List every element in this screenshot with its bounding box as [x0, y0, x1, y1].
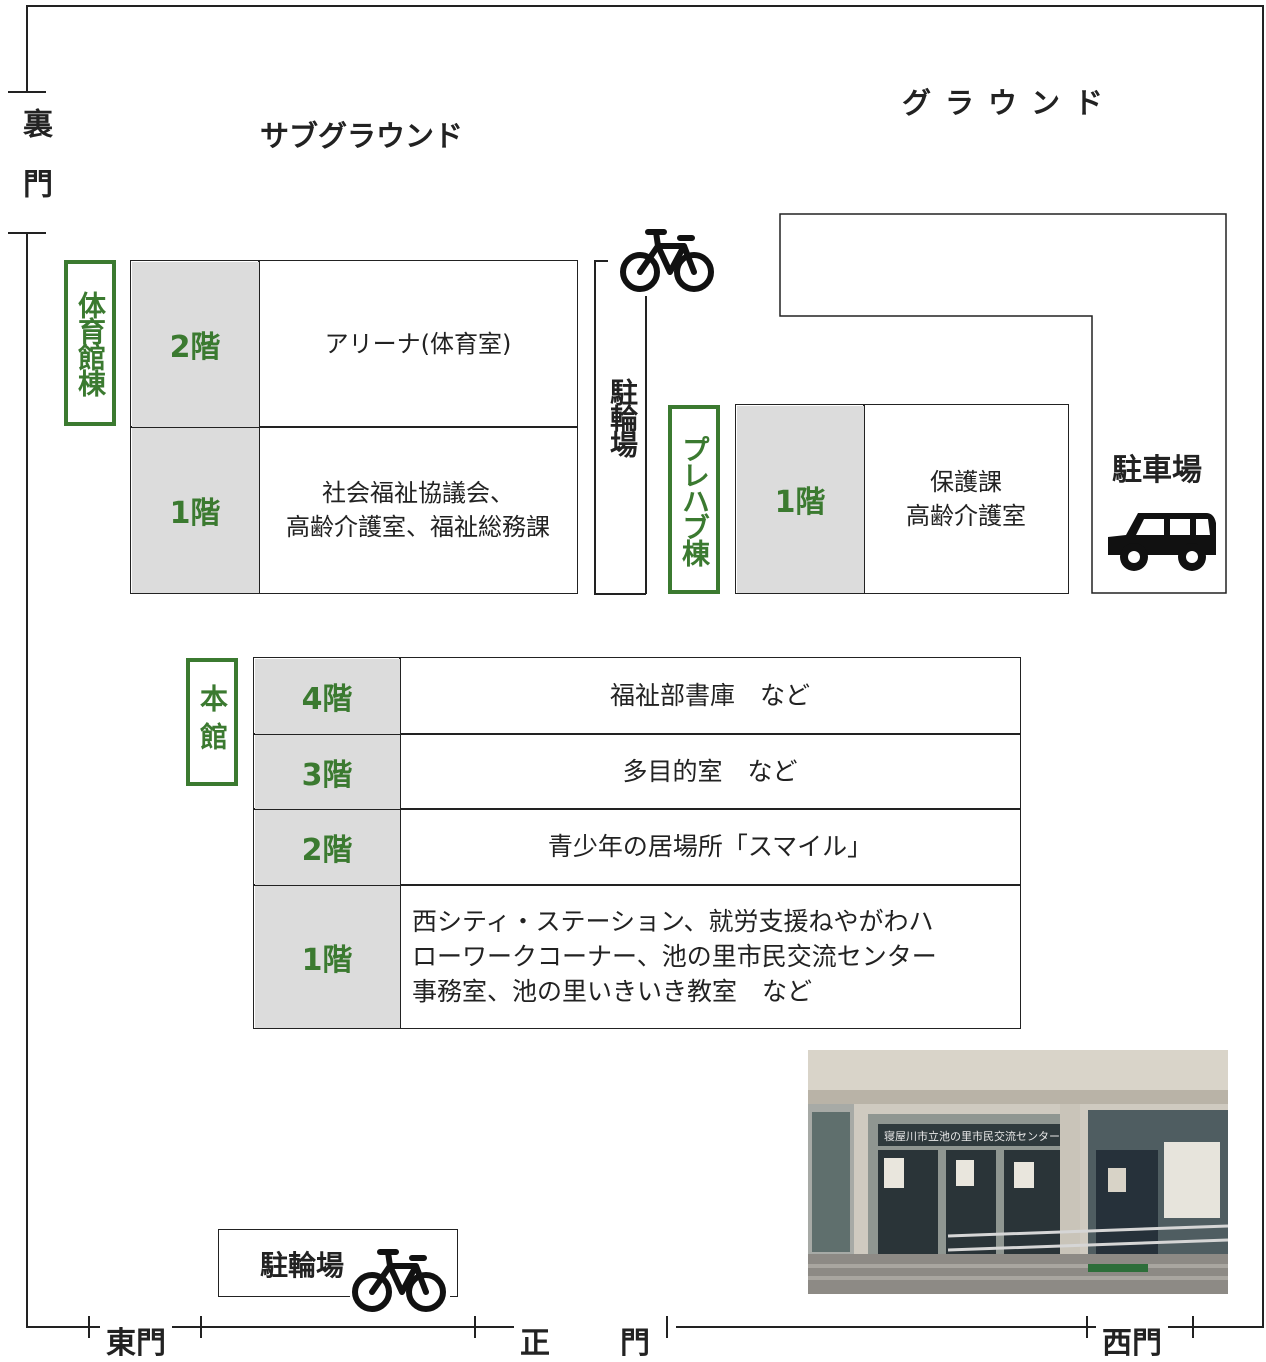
- building-entrance-photo: 寝屋川市立池の里市民交流センター: [808, 1050, 1228, 1294]
- main-divider-v: [399, 658, 401, 1028]
- bike-parking-bottom: [594, 593, 646, 595]
- car-parking-label: 駐車場: [1112, 453, 1202, 488]
- east-gate-label: 東門: [100, 1318, 172, 1362]
- site-border-right: [1262, 5, 1264, 1327]
- back-gate-tick-bottom: [8, 232, 46, 234]
- main-divider-h3: [254, 884, 1020, 886]
- site-border-left-upper: [26, 5, 28, 93]
- car-parking-outline: [779, 213, 1227, 594]
- back-gate-label: 裏門: [17, 108, 52, 228]
- main-divider-h2: [254, 808, 1020, 810]
- gym-floor-2: 2階: [131, 261, 259, 427]
- main-floor-4: 4階: [254, 658, 400, 734]
- bike-parking-left: [594, 260, 596, 594]
- main-gate-tick-right: [666, 1316, 668, 1338]
- main-floor-2-desc: 青少年の居場所「スマイル」: [547, 832, 873, 861]
- main-divider-h1: [254, 733, 1020, 735]
- main-floor-3: 3階: [254, 734, 400, 809]
- main-floor-1-desc: 西シティ・ステーション、就労支援ねやがわハ ローワークコーナー、池の里市民交流セ…: [412, 907, 937, 1006]
- bike-parking-top-label: 駐輪場: [606, 378, 639, 456]
- gym-floor-2-desc: アリーナ(体育室): [324, 330, 512, 358]
- gym-divider-h: [131, 426, 577, 428]
- gym-divider-v: [258, 261, 260, 593]
- prefab-floor-1: 1階: [736, 405, 864, 593]
- photo-sign: 寝屋川市立池の里市民交流センター: [884, 1129, 1060, 1143]
- main-floor-2: 2階: [254, 809, 400, 885]
- prefab-floor-1-desc: 保護課 高齢介護室: [906, 468, 1026, 530]
- main-gate-tick-left: [474, 1316, 476, 1338]
- ground-label: グラウンド: [902, 86, 1118, 120]
- gym-building-tag: 体育館棟: [64, 260, 116, 426]
- main-floor-1: 1階: [254, 885, 400, 1028]
- west-gate-label: 西門: [1096, 1318, 1168, 1362]
- bike-parking-right: [645, 296, 647, 594]
- gym-floor-1: 1階: [131, 427, 259, 593]
- bicycle-icon: [350, 1244, 450, 1316]
- main-building-tag: 本館: [186, 658, 238, 786]
- sub-ground-label: サブグラウンド: [260, 119, 464, 153]
- prefab-divider-v: [863, 405, 865, 593]
- east-gate-tick-left: [88, 1316, 90, 1338]
- site-border-left-lower: [26, 232, 28, 1328]
- west-gate-tick-right: [1192, 1316, 1194, 1338]
- main-gate-label: 正 門: [514, 1318, 676, 1362]
- prefab-building-tag: プレハブ棟: [668, 405, 720, 594]
- east-gate-tick-right: [200, 1316, 202, 1338]
- bike-parking-bottom-label: 駐輪場: [260, 1249, 345, 1282]
- west-gate-tick-left: [1086, 1316, 1088, 1338]
- site-border-top: [26, 5, 1264, 7]
- back-gate-tick-top: [8, 91, 46, 93]
- gym-floor-1-desc: 社会福祉協議会、 高齢介護室、福祉総務課: [286, 479, 550, 541]
- main-floor-4-desc: 福祉部書庫 など: [609, 681, 810, 710]
- car-icon: [1108, 513, 1216, 571]
- bike-parking-top: [594, 260, 608, 262]
- bicycle-icon: [620, 229, 714, 292]
- main-floor-3-desc: 多目的室 など: [622, 756, 798, 786]
